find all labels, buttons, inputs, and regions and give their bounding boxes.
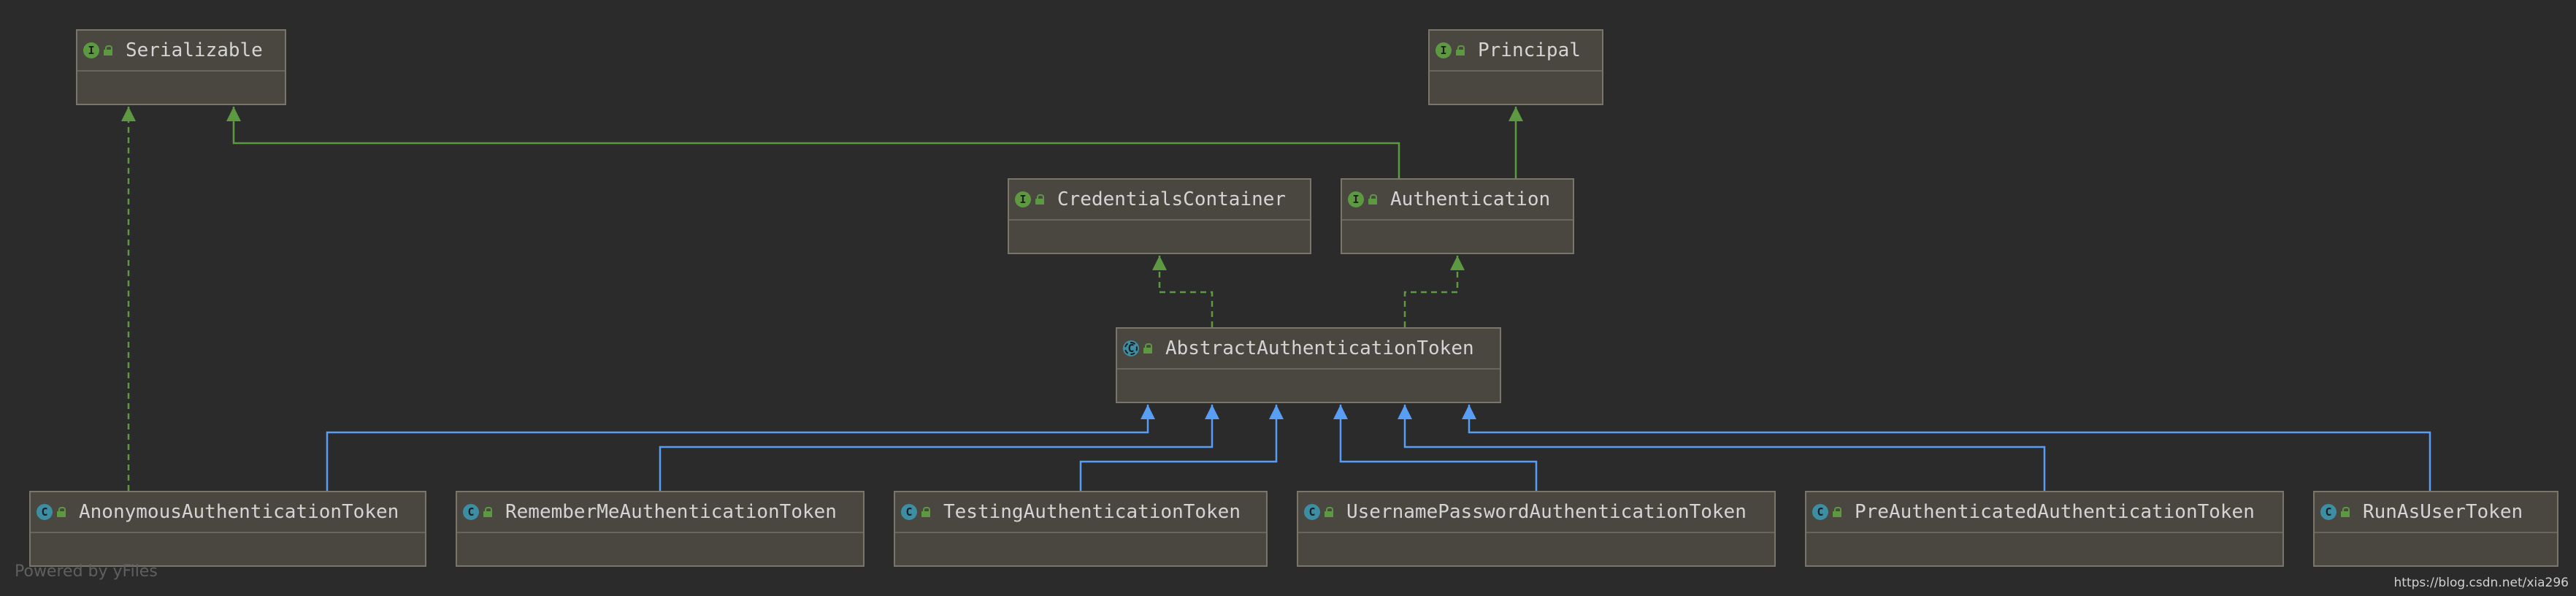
lock-icon <box>2341 507 2350 517</box>
node-title: RememberMeAuthenticationToken <box>505 501 837 523</box>
arrowhead <box>1398 405 1412 419</box>
edge-rememberme-abstract <box>659 405 1214 491</box>
class-icon: C <box>37 504 53 520</box>
class-icon: C <box>901 504 917 520</box>
lock-icon <box>1143 343 1152 354</box>
interface-icon: I <box>1015 191 1031 207</box>
lock-icon <box>921 507 930 517</box>
node-anonymous-authentication-token[interactable]: C AnonymousAuthenticationToken <box>29 491 426 567</box>
arrowhead <box>121 107 136 121</box>
arrowhead <box>1205 405 1219 419</box>
source-url-label: https://blog.csdn.net/xia296 <box>2393 576 2569 590</box>
edge-authentication-serializable <box>232 107 1400 178</box>
node-serializable[interactable]: I Serializable <box>76 29 286 105</box>
node-testing-authentication-token[interactable]: C TestingAuthenticationToken <box>894 491 1268 567</box>
node-title: Authentication <box>1390 188 1551 210</box>
interface-icon: I <box>1435 42 1452 58</box>
arrowhead <box>1450 256 1465 270</box>
lock-icon <box>483 507 492 517</box>
node-remember-me-authentication-token[interactable]: C RememberMeAuthenticationToken <box>456 491 865 567</box>
arrowhead <box>1141 405 1155 419</box>
class-icon: C <box>1304 504 1320 520</box>
edge-testing-abstract <box>1079 405 1278 491</box>
node-title: PreAuthenticatedAuthenticationToken <box>1855 501 2255 523</box>
edge-preauthenticated-abstract <box>1403 405 2046 491</box>
arrowhead <box>1269 405 1284 419</box>
arrowhead <box>1152 256 1167 270</box>
lock-icon <box>1035 194 1044 205</box>
lock-icon <box>1833 507 1841 517</box>
node-title: RunAsUserToken <box>2363 501 2523 523</box>
node-title: AbstractAuthenticationToken <box>1165 337 1474 359</box>
node-title: Principal <box>1478 39 1581 61</box>
node-title: CredentialsContainer <box>1057 188 1287 210</box>
arrowhead <box>1333 405 1348 419</box>
node-title: UsernamePasswordAuthenticationToken <box>1346 501 1747 523</box>
node-run-as-user-token[interactable]: C RunAsUserToken <box>2313 491 2558 567</box>
node-username-password-authentication-token[interactable]: C UsernamePasswordAuthenticationToken <box>1297 491 1776 567</box>
arrowhead <box>226 107 241 121</box>
lock-icon <box>1325 507 1333 517</box>
node-principal[interactable]: I Principal <box>1428 29 1603 105</box>
class-icon: C <box>463 504 479 520</box>
node-title: Serializable <box>126 39 263 61</box>
class-icon: C <box>1812 504 1828 520</box>
arrowhead <box>1509 107 1523 121</box>
node-authentication[interactable]: I Authentication <box>1341 178 1574 254</box>
lock-icon <box>1456 45 1465 56</box>
interface-icon: I <box>83 42 99 58</box>
node-title: AnonymousAuthenticationToken <box>79 501 399 523</box>
lock-icon <box>1368 194 1377 205</box>
node-title: TestingAuthenticationToken <box>943 501 1241 523</box>
powered-by-label: Powered by yFiles <box>15 562 158 581</box>
node-pre-authenticated-authentication-token[interactable]: C PreAuthenticatedAuthenticationToken <box>1805 491 2284 567</box>
lock-icon <box>104 45 112 56</box>
node-credentials-container[interactable]: I CredentialsContainer <box>1008 178 1311 254</box>
edge-abstract-credentials <box>1158 256 1214 327</box>
arrowhead <box>1462 405 1476 419</box>
class-icon: C <box>2320 504 2337 520</box>
interface-icon: I <box>1348 191 1364 207</box>
node-abstract-authentication-token[interactable]: C AbstractAuthenticationToken <box>1116 327 1501 403</box>
edge-abstract-authentication <box>1403 256 1459 327</box>
edge-usernamepassword-abstract <box>1339 405 1538 491</box>
abstract-class-icon: C <box>1123 340 1139 356</box>
lock-icon <box>57 507 66 517</box>
